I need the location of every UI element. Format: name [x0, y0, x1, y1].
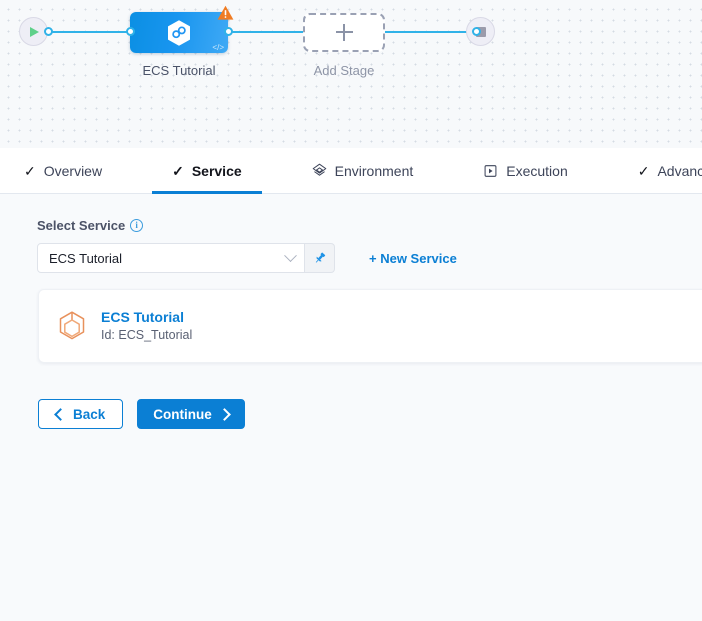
play-icon: [30, 26, 39, 37]
tab-service[interactable]: ✓ Service: [152, 148, 262, 194]
back-button[interactable]: Back: [38, 399, 124, 429]
form-footer-buttons: Back Continue: [38, 399, 245, 429]
pin-service-button[interactable]: [305, 243, 335, 273]
select-service-label: Select Service: [37, 218, 126, 233]
check-icon: ✓: [24, 162, 36, 179]
select-service-input[interactable]: ECS Tutorial: [37, 243, 305, 273]
pin-icon: [315, 252, 325, 263]
chevron-left-icon: [54, 407, 67, 421]
stage-node-ecs-tutorial[interactable]: </>: [130, 5, 234, 53]
select-service-row: ECS Tutorial + New Service: [37, 243, 702, 273]
connector-dot-start[interactable]: [44, 27, 53, 36]
stage-tab-bar: ✓ Overview ✓ Service Environment Executi…: [0, 148, 702, 194]
pipeline-canvas[interactable]: </> ECS Tutorial Add Stage: [0, 0, 702, 148]
service-card[interactable]: ECS Tutorial Id: ECS_Tutorial: [38, 289, 702, 363]
select-service-value: ECS Tutorial: [49, 250, 122, 266]
chevron-right-icon: [217, 407, 231, 421]
add-stage-label: Add Stage: [313, 63, 375, 78]
chevron-down-icon: [284, 248, 297, 262]
tab-advanced[interactable]: ✓ Advanced: [632, 148, 702, 194]
service-card-id: Id: ECS_Tutorial: [101, 328, 193, 342]
select-service-label-row: Select Service i: [37, 218, 702, 233]
tab-environment-label: Environment: [334, 162, 414, 179]
cube-hexagon-icon: [59, 311, 85, 340]
tab-advanced-label: Advanced: [657, 162, 702, 179]
check-icon: ✓: [172, 162, 184, 179]
edge-stage-to-add: [224, 31, 308, 33]
tab-overview[interactable]: ✓ Overview: [18, 148, 108, 194]
tab-service-label: Service: [191, 162, 242, 179]
edge-start-to-stage: [46, 31, 134, 33]
new-service-link[interactable]: + New Service: [369, 250, 457, 266]
play-box-icon: [484, 164, 497, 177]
connector-dot-stage-in[interactable]: [126, 27, 135, 36]
warning-triangle-icon: [217, 5, 234, 20]
layers-icon: [312, 163, 326, 176]
continue-button-label: Continue: [153, 406, 212, 422]
connector-dot-stage-out[interactable]: [224, 27, 233, 36]
tab-execution-label: Execution: [506, 162, 568, 179]
service-card-title[interactable]: ECS Tutorial: [101, 309, 184, 326]
code-brackets-icon: </>: [212, 43, 224, 52]
stage-node-label: ECS Tutorial: [142, 63, 216, 78]
tab-environment[interactable]: Environment: [306, 148, 420, 194]
connector-dot-end[interactable]: [472, 27, 481, 36]
continue-button[interactable]: Continue: [137, 399, 245, 429]
pipeline-start-node[interactable]: [19, 17, 48, 46]
plus-icon: [335, 24, 353, 41]
tab-overview-label: Overview: [43, 162, 103, 179]
check-icon: ✓: [637, 162, 650, 179]
service-card-text: ECS Tutorial Id: ECS_Tutorial: [101, 308, 192, 344]
edge-add-to-end: [382, 31, 476, 33]
back-button-label: Back: [73, 406, 106, 422]
add-stage-node[interactable]: [303, 13, 385, 52]
tab-execution[interactable]: Execution: [477, 148, 573, 194]
service-tab-panel: Select Service i ECS Tutorial + New Serv…: [0, 194, 702, 621]
service-hexagon-icon: [168, 19, 190, 46]
info-icon[interactable]: i: [130, 219, 144, 232]
